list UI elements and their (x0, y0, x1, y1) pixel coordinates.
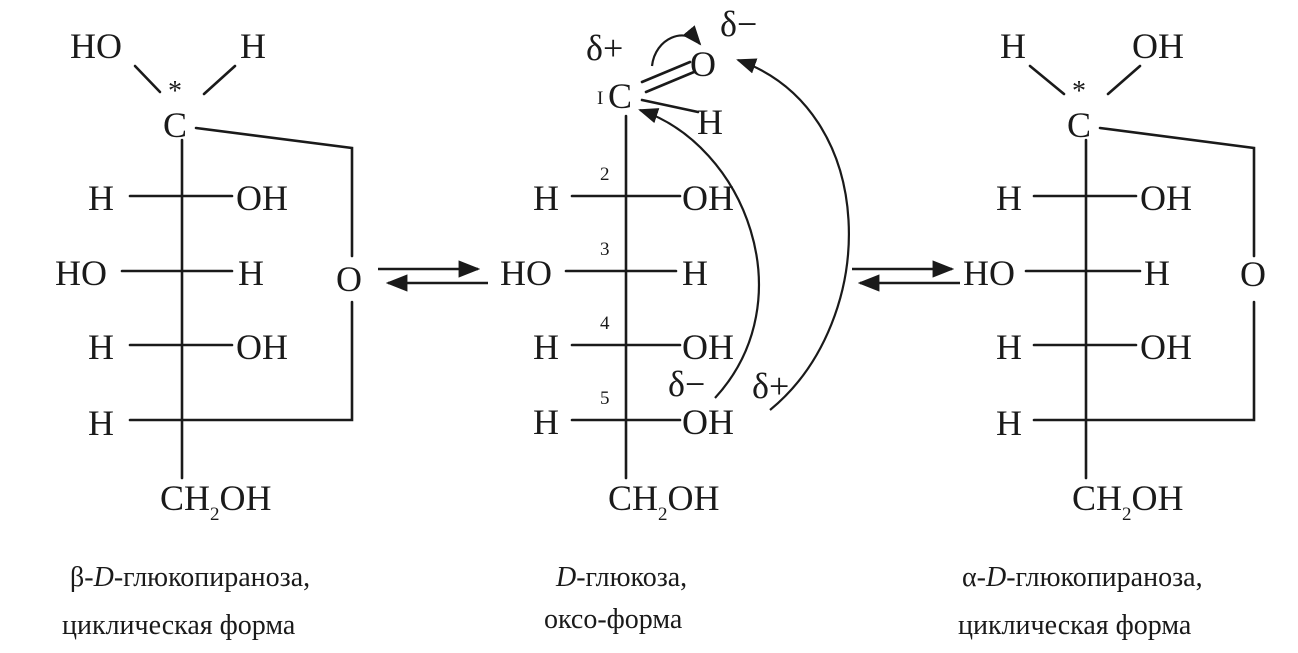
open-ch2oh: CH2OH (608, 478, 720, 525)
alpha-caption-line2: циклическая форма (958, 610, 1192, 641)
delta-minus-hydroxyl: δ− (668, 364, 705, 404)
open-row-4-right: OH (682, 327, 734, 367)
open-row-2-left: H (533, 178, 559, 218)
aldehyde-h: H (697, 102, 723, 142)
alpha-anomeric-c: C (1067, 105, 1091, 145)
open-row-5-right: OH (682, 402, 734, 442)
alpha-pyranose-structure: H OH * C H OH HO H H OH H O CH2OH (963, 26, 1266, 525)
carbon-number-5: 5 (600, 388, 610, 409)
double-bond-2 (644, 70, 696, 94)
carbon-number-4: 4 (600, 313, 610, 334)
equilibrium-arrows-right (852, 260, 960, 292)
alpha-ring-bond-top (1098, 126, 1256, 258)
alpha-ch2oh: CH2OH (1072, 478, 1184, 525)
alpha-chiral-star: * (1072, 76, 1086, 107)
open-row-4-left: H (533, 327, 559, 367)
beta-ring-bond-bottom (128, 300, 354, 422)
beta-ring-bond-top (194, 126, 354, 258)
c1-mark: I (597, 88, 603, 109)
beta-chiral-star: * (168, 76, 182, 107)
alpha-row-3-left: H (996, 327, 1022, 367)
beta-caption-line2: циклическая форма (62, 610, 296, 641)
beta-ch2oh: CH2OH (160, 478, 272, 525)
oh-attack-arrow (638, 108, 760, 399)
alpha-row-2-left: HO (963, 253, 1015, 293)
alpha-ring-oxygen: O (1240, 254, 1266, 294)
alpha-caption-line1: α-D-глюкопираноза, (962, 562, 1203, 593)
double-bond-1 (640, 60, 692, 84)
beta-pyranose-structure: HO H * C H OH HO H H OH H O CH2OH (55, 26, 362, 525)
alpha-bond-h (1028, 64, 1066, 96)
bond-c1-h (640, 98, 700, 114)
alpha-top-oh: OH (1132, 26, 1184, 66)
beta-row-2-right: H (238, 253, 264, 293)
carbonyl-oxygen: O (690, 44, 716, 84)
delta-minus-oxygen: δ− (720, 4, 757, 44)
beta-bond-h (202, 64, 237, 96)
alpha-row-1-left: H (996, 178, 1022, 218)
beta-row-3-right: OH (236, 327, 288, 367)
proton-transfer-arrow (736, 58, 850, 411)
carbon-number-3: 3 (600, 239, 610, 260)
equilibrium-arrows-left (378, 260, 488, 292)
d-glucose-oxo-structure: δ+ δ− O I C H 2 3 4 5 H OH HO H H OH H O… (500, 4, 789, 525)
alpha-row-1-right: OH (1140, 178, 1192, 218)
beta-row-2-left: HO (55, 253, 107, 293)
open-caption-line1: D-глюкоза, (555, 562, 687, 593)
beta-row-1-right: OH (236, 178, 288, 218)
beta-ring-oxygen: O (336, 259, 362, 299)
beta-row-3-left: H (88, 327, 114, 367)
delta-plus-hydroxyl: δ+ (752, 366, 789, 406)
beta-anomeric-c: C (163, 105, 187, 145)
beta-bond-ho (133, 64, 162, 94)
open-row-3-left: HO (500, 253, 552, 293)
pi-bond-shift-arrow (650, 25, 702, 67)
open-caption-line2: оксо-форма (544, 604, 683, 635)
alpha-bond-oh (1106, 64, 1142, 96)
alpha-top-h: H (1000, 26, 1026, 66)
c1-carbon: C (608, 76, 632, 116)
mechanism-arrows (638, 25, 850, 411)
beta-c5-h: H (88, 403, 114, 443)
alpha-row-3-right: OH (1140, 327, 1192, 367)
beta-top-h: H (240, 26, 266, 66)
alpha-row-2-right: H (1144, 253, 1170, 293)
alpha-ring-bond-bottom (1032, 300, 1256, 422)
delta-plus-carbon: δ+ (586, 28, 623, 68)
beta-caption-line1: β-D-глюкопираноза, (70, 562, 310, 593)
beta-top-ho: HO (70, 26, 122, 66)
open-row-5-left: H (533, 402, 559, 442)
beta-row-1-left: H (88, 178, 114, 218)
open-row-3-right: H (682, 253, 708, 293)
alpha-c5-h: H (996, 403, 1022, 443)
open-row-2-right: OH (682, 178, 734, 218)
carbon-number-2: 2 (600, 164, 610, 185)
